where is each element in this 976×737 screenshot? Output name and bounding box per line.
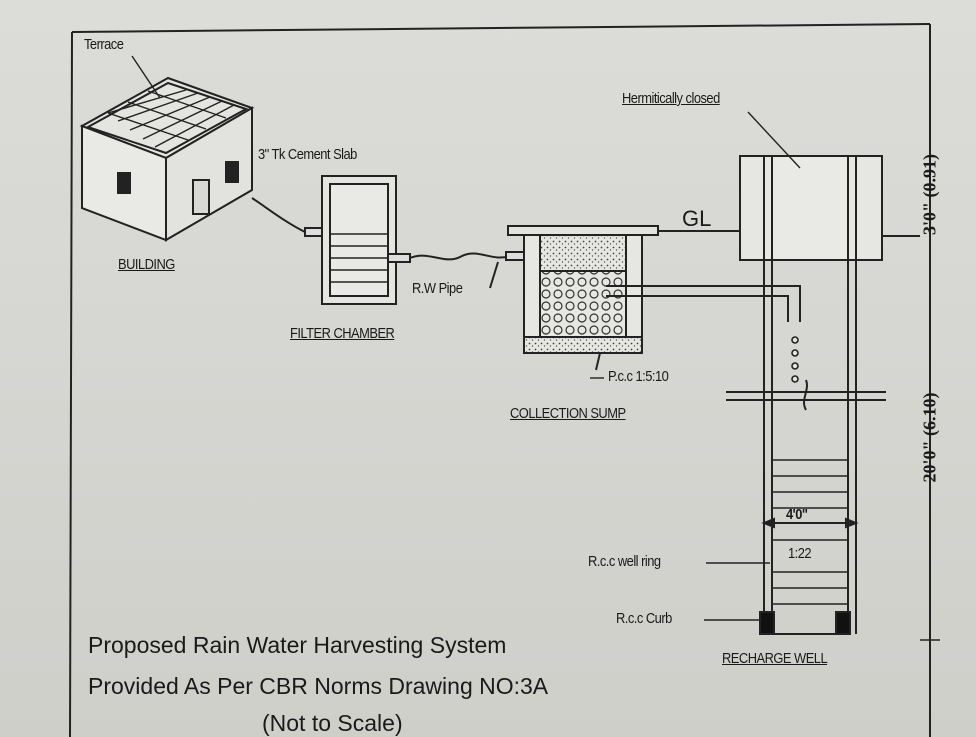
leader-lines	[131, 55, 801, 621]
building-drawing	[79, 76, 255, 242]
top-depth-dimension: 3'0" (0.91)	[919, 154, 940, 235]
rcc-curb-label: R.c.c Curb	[616, 610, 672, 627]
pipe-building-to-filter	[251, 197, 332, 237]
well-diameter-label: 4'0"	[786, 506, 808, 523]
filter-chamber-drawing	[321, 175, 397, 305]
cement-slab-label: 3" Tk Cement Slab	[258, 146, 357, 163]
ratio-label: 1:22	[788, 545, 812, 562]
collection-sump-drawing	[507, 225, 659, 371]
recharge-well-label: RECHARGE WELL	[722, 650, 828, 667]
caption-line-2: Provided As Per CBR Norms Drawing NO:3A	[88, 673, 549, 699]
ground-level-line	[658, 230, 920, 237]
dimension-lines	[920, 140, 940, 641]
hermitically-closed-label: Hermitically closed	[622, 90, 720, 107]
pcc-label: P.c.c 1:5:10	[608, 368, 669, 385]
ground-level-label: GL	[682, 206, 712, 231]
recharge-well-drawing	[726, 155, 886, 635]
well-depth-dimension: 20'0" (6.10)	[919, 392, 940, 483]
caption-line-1: Proposed Rain Water Harvesting System	[88, 632, 507, 658]
rw-pipe-label: R.W Pipe	[412, 280, 463, 297]
caption-line-3: (Not to Scale)	[262, 710, 403, 736]
filter-chamber-label: FILTER CHAMBER	[290, 325, 395, 342]
recharge-pipe-drawing	[606, 285, 801, 383]
rcc-well-ring-label: R.c.c well ring	[588, 553, 661, 570]
terrace-label: Terrace	[84, 36, 124, 53]
building-label: BUILDING	[118, 256, 175, 273]
collection-sump-label: COLLECTION SUMP	[510, 405, 626, 422]
